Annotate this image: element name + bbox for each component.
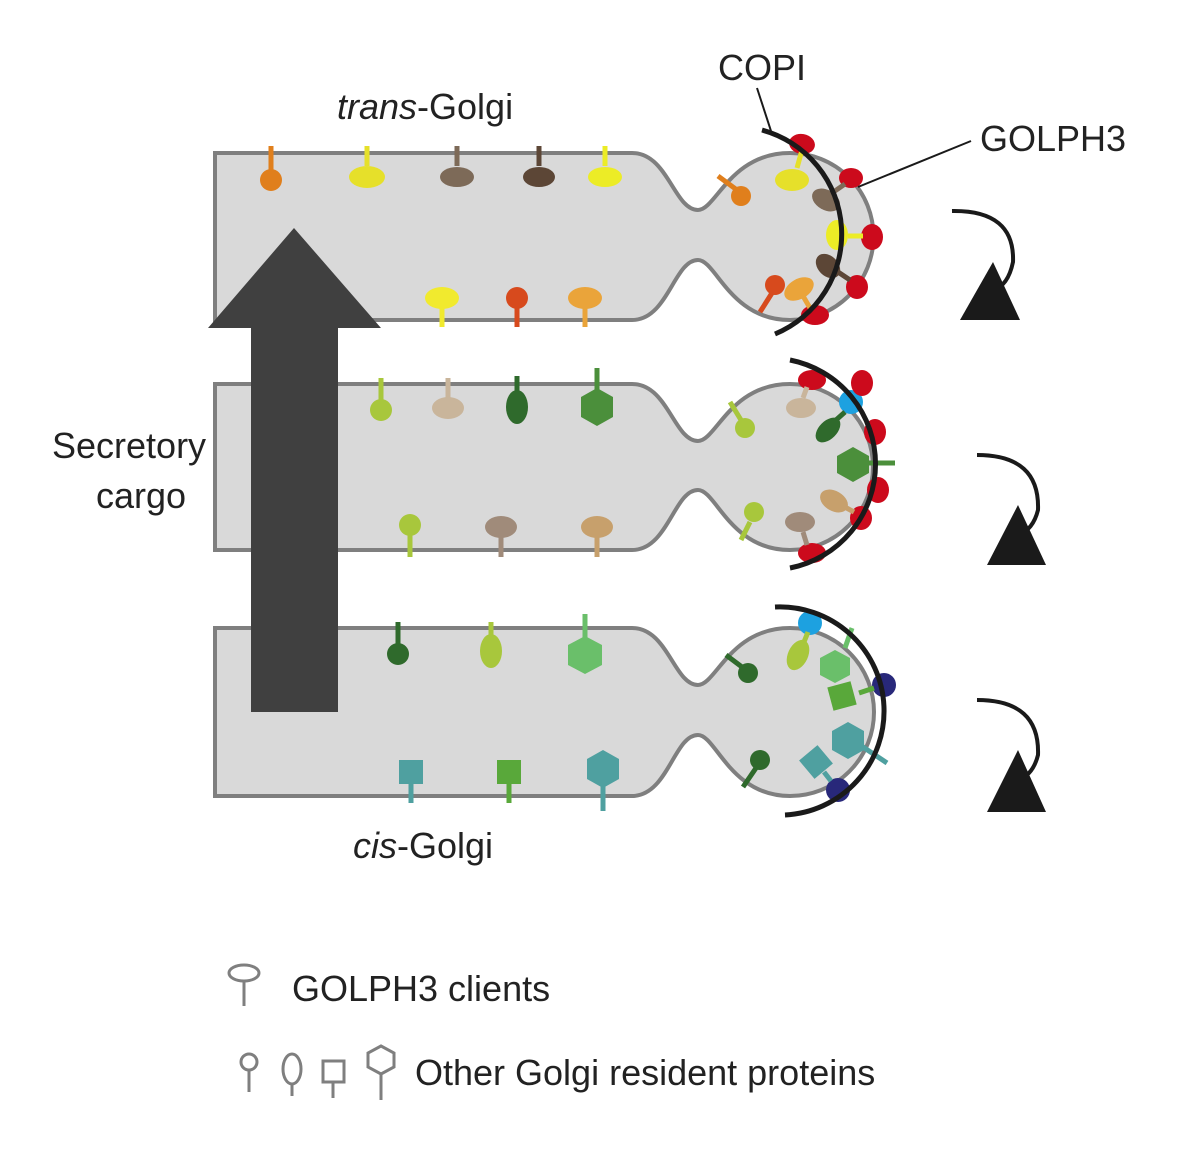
trans-golgi-label-italic: trans (337, 86, 417, 127)
legend-circle-icon (239, 1052, 259, 1092)
protein-lightgreen-circle (370, 378, 392, 421)
protein-green-hexagon (581, 368, 613, 426)
copi-leader-line (756, 87, 772, 132)
cisterna-cis (213, 625, 876, 799)
cis-proteins (387, 614, 770, 811)
cis-golgi-label: cis-Golgi (353, 825, 493, 866)
protein-tan-ellipse (581, 516, 613, 557)
medial-proteins (370, 368, 764, 557)
protein-orange-circle (716, 173, 751, 206)
trans-proteins (260, 146, 785, 327)
protein-lightgreen-circle (727, 400, 755, 438)
protein-yellow-ellipse (588, 146, 622, 187)
protein-darkgreen-ellipse (506, 376, 528, 424)
secretory-cargo-label-line1: Secretory (52, 425, 206, 466)
secretory-cargo-arrow (208, 228, 381, 712)
protein-teal-hexagon (587, 750, 619, 811)
protein-orange-circle (260, 146, 282, 191)
rotation-arrow-2 (976, 453, 1046, 565)
copi-coat-cis (774, 604, 887, 818)
cis-golgi-label-italic: cis (353, 825, 397, 866)
golph3-leader-line (857, 140, 972, 188)
rotation-arrow-1 (951, 208, 1020, 320)
protein-red-orange-circle (506, 287, 528, 327)
protein-darkgreen-circle (740, 750, 770, 789)
protein-lightgreen-circle (738, 502, 764, 542)
protein-yellow-ellipse (349, 146, 385, 188)
protein-taupe-ellipse (485, 516, 517, 557)
protein-yellow-ellipse (425, 287, 459, 327)
legend-others-label: Other Golgi resident proteins (415, 1052, 875, 1093)
trans-golgi-label: trans-Golgi (337, 86, 513, 127)
legend-client-icon (227, 963, 261, 1006)
legend-square-icon (321, 1059, 346, 1098)
protein-green-square (497, 760, 521, 803)
protein-darkgreen-circle (724, 653, 758, 683)
protein-darkgreen-circle (387, 622, 409, 665)
trans-golph3-complexes (775, 133, 883, 325)
copi-coat-trans (761, 127, 845, 337)
protein-lightgreen-ellipse (480, 622, 502, 668)
protein-beige-ellipse (432, 378, 464, 419)
legend: GOLPH3 clients Other Golgi resident prot… (227, 963, 875, 1100)
protein-red-orange-circle (757, 275, 785, 314)
copi-label: COPI (718, 47, 806, 88)
protein-lightgreen-circle (399, 514, 421, 557)
protein-brown-ellipse (440, 146, 474, 187)
trans-golgi-label-rest: -Golgi (417, 86, 513, 127)
protein-teal-square (399, 760, 423, 803)
legend-hexagon-icon (366, 1044, 396, 1100)
protein-orange-ellipse (568, 287, 602, 327)
protein-lightgreen-hexagon (568, 614, 602, 674)
protein-darkbrown-ellipse (523, 146, 555, 187)
legend-clients-label: GOLPH3 clients (292, 968, 550, 1009)
cis-golgi-label-rest: -Golgi (397, 825, 493, 866)
secretory-cargo-label-line2: cargo (96, 475, 186, 516)
rotation-arrow-3 (976, 698, 1046, 812)
copi-coat-medial (789, 357, 878, 571)
legend-ellipse-icon (281, 1052, 303, 1096)
golph3-label: GOLPH3 (980, 118, 1126, 159)
